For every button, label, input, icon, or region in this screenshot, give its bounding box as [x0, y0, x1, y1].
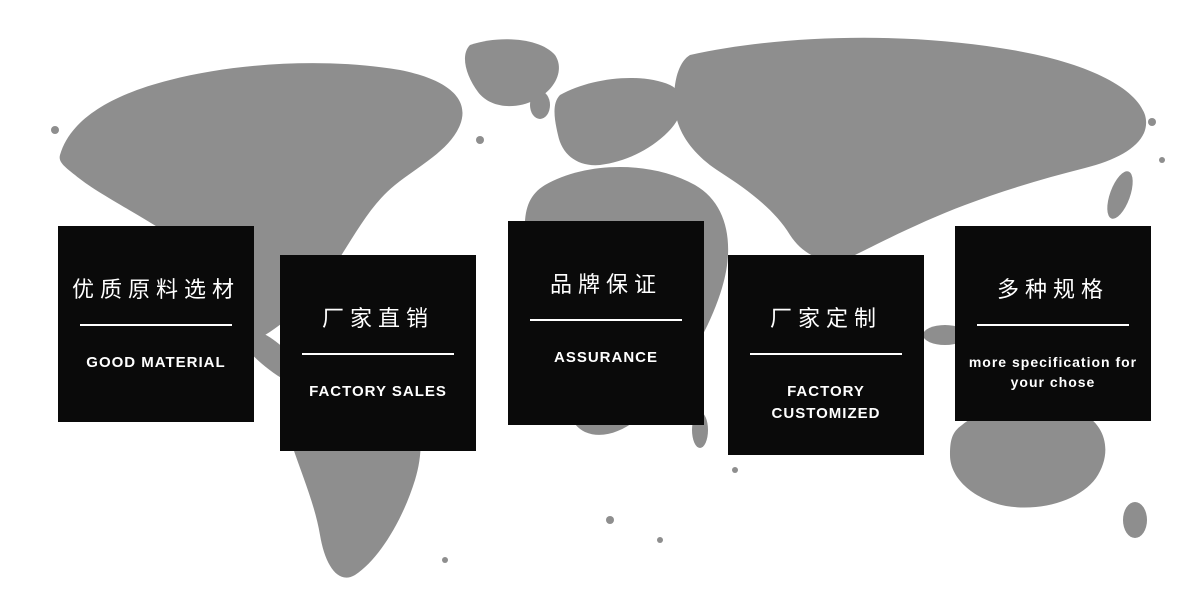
- feature-card-good-material: 优质原料选材 GOOD MATERIAL: [58, 226, 254, 422]
- card-divider: [750, 353, 902, 355]
- card-title-en: FACTORY SALES: [309, 383, 447, 400]
- card-title-zh: 多种规格: [996, 277, 1109, 302]
- card-title-en: GOOD MATERIAL: [86, 354, 226, 371]
- card-title-zh: 优质原料选材: [71, 277, 240, 302]
- card-title-zh: 品牌保证: [549, 272, 662, 297]
- card-divider: [302, 353, 454, 355]
- card-title-en: ASSURANCE: [553, 349, 658, 366]
- card-title-zh: 厂家定制: [769, 306, 882, 331]
- feature-card-factory-customized: 厂家定制 FACTORY CUSTOMIZED: [728, 255, 924, 455]
- feature-card-factory-sales: 厂家直销 FACTORY SALES: [280, 255, 476, 451]
- card-title-en: FACTORY CUSTOMIZED: [771, 383, 881, 422]
- card-title-en: more specification for your chose: [968, 354, 1138, 391]
- card-divider: [530, 319, 682, 321]
- feature-card-more-specification: 多种规格 more specification for your chose: [955, 226, 1151, 421]
- feature-card-assurance: 品牌保证 ASSURANCE: [508, 221, 704, 425]
- card-divider: [977, 324, 1129, 326]
- card-title-zh: 厂家直销: [321, 306, 434, 331]
- card-divider: [80, 324, 232, 326]
